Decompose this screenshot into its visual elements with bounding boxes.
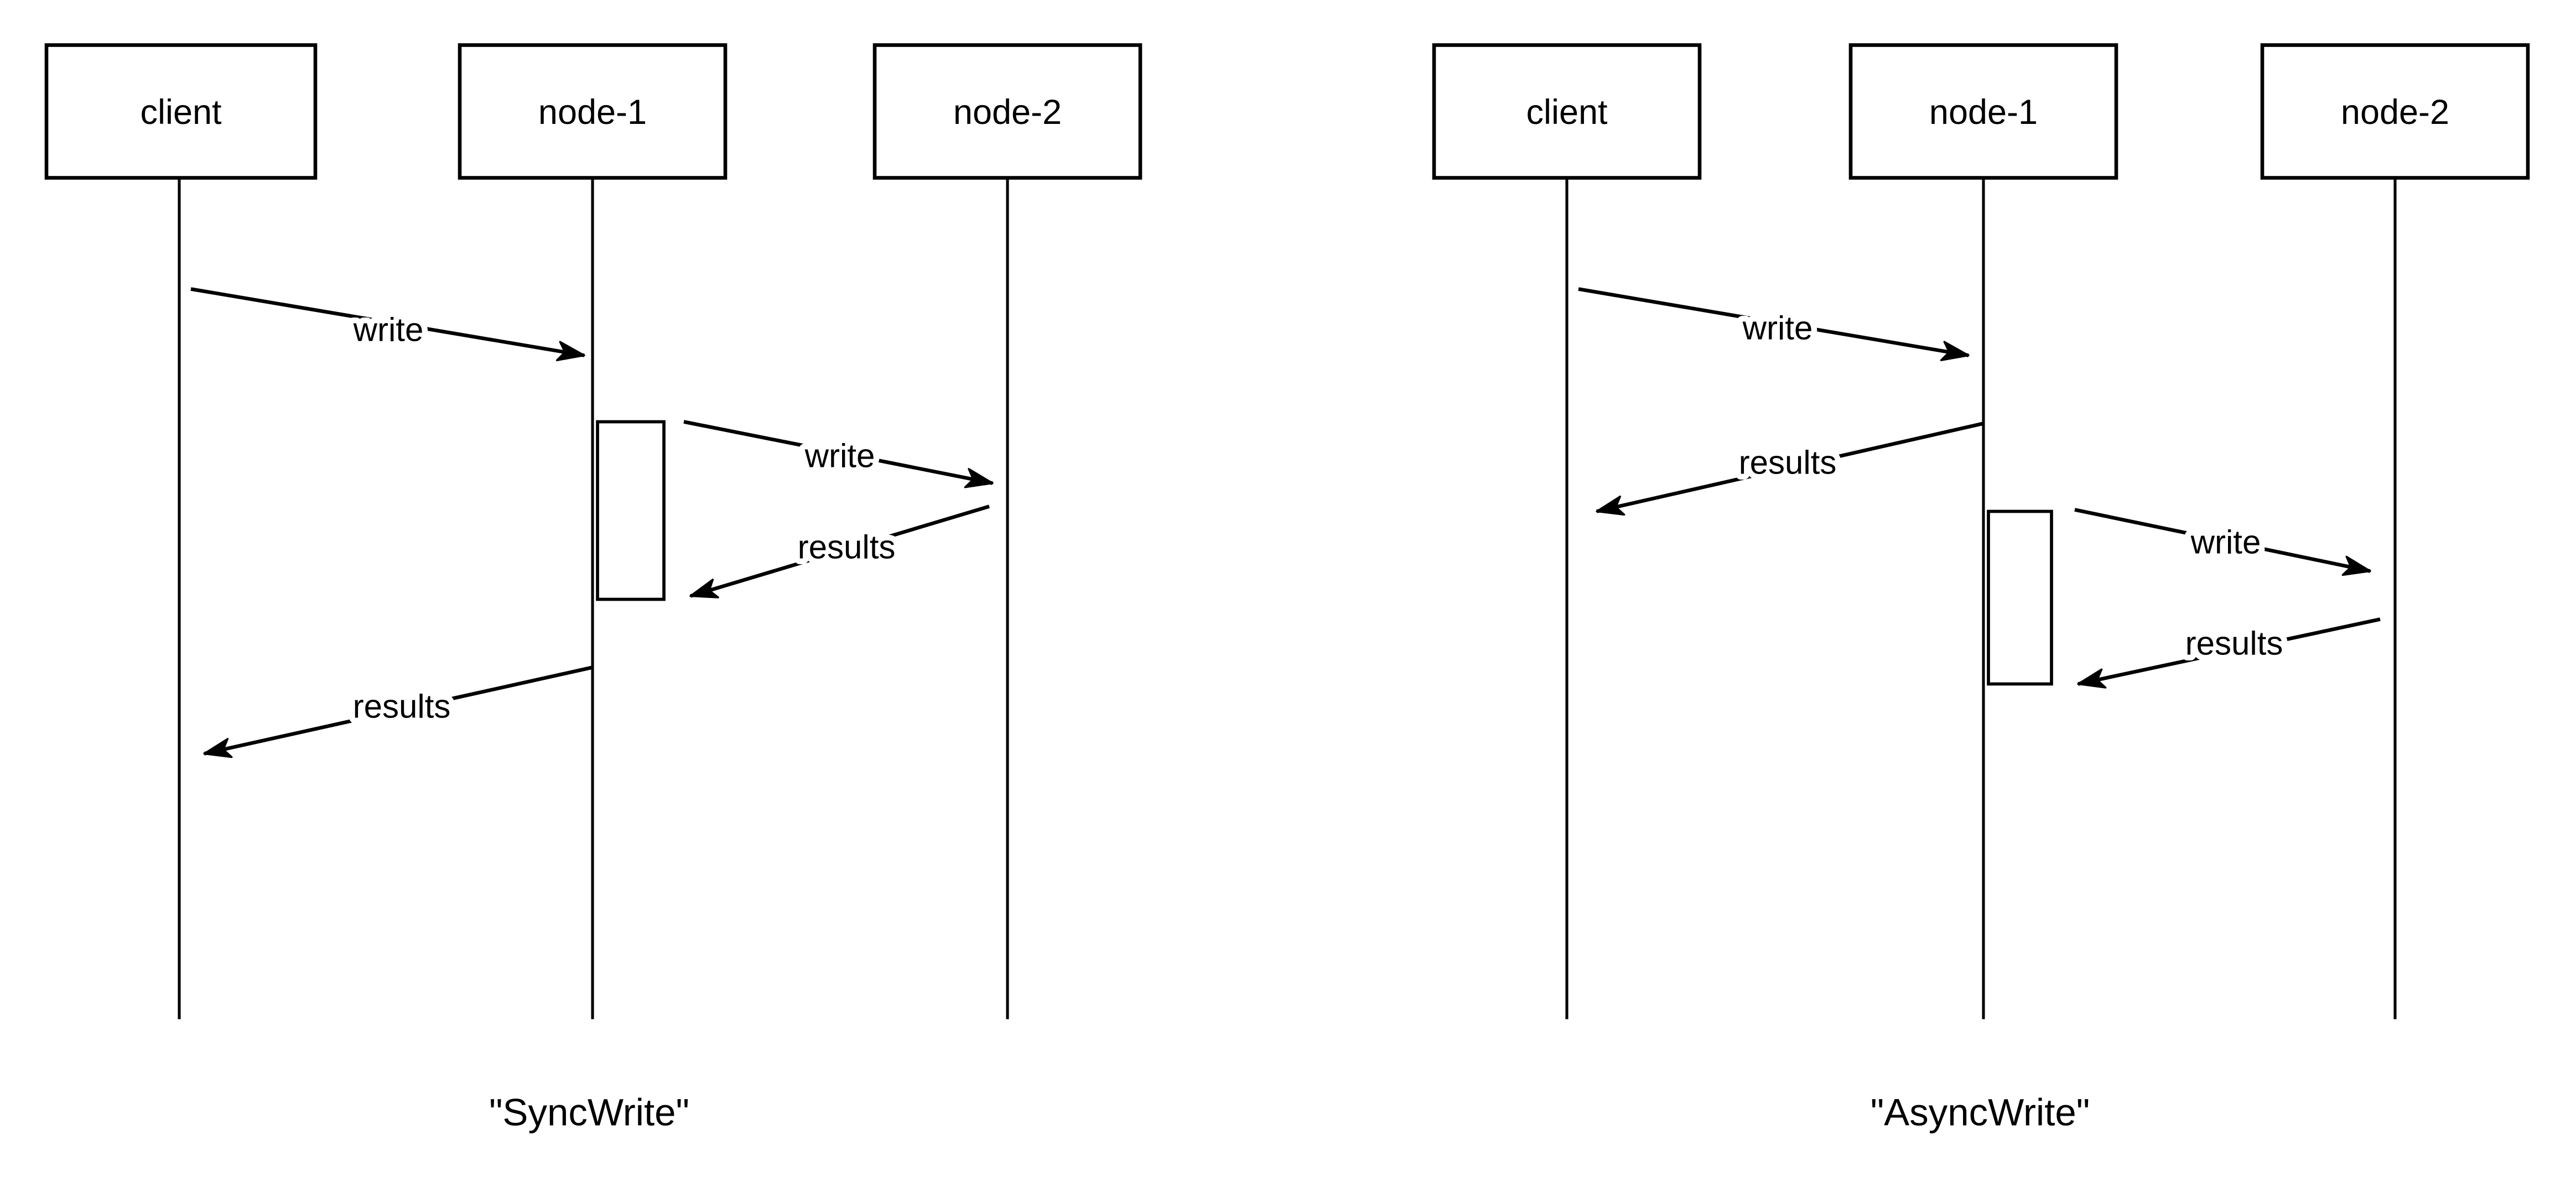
message-label: write xyxy=(1742,309,1813,346)
message-line-write-client-node1 xyxy=(1578,287,1970,361)
actor-label-node-1: node-1 xyxy=(538,93,647,132)
actor-label-client: client xyxy=(140,93,222,132)
diagram-caption: "SyncWrite" xyxy=(489,1091,689,1134)
message-label: write xyxy=(804,437,875,474)
actor-label-node-1: node-1 xyxy=(1929,93,2038,132)
actor-box-node-2 xyxy=(2260,43,2530,180)
actor-box-client xyxy=(44,43,318,180)
message-line-results-node1-client xyxy=(203,665,593,758)
message-line-results-node1-client xyxy=(1596,421,1984,516)
actor-label-node-2: node-2 xyxy=(2341,93,2449,132)
message-line-results-node2-node1 xyxy=(2077,617,2381,689)
message-label: results xyxy=(353,688,451,725)
message-line-write-node1-node2 xyxy=(683,420,994,488)
actor-box-node-1 xyxy=(458,43,728,180)
activation-bar-node-1 xyxy=(1987,509,2053,686)
activation-bar-node-1 xyxy=(596,420,666,601)
message-label: results xyxy=(1739,444,1837,481)
message-line-results-node2-node1 xyxy=(689,504,990,598)
actor-box-node-1 xyxy=(1848,43,2118,180)
message-label: write xyxy=(2190,523,2261,560)
actor-box-client xyxy=(1432,43,1702,180)
message-label: write xyxy=(353,311,424,348)
diagram-caption: "AsyncWrite" xyxy=(1871,1091,2090,1134)
message-line-write-client-node1 xyxy=(190,287,585,361)
sync-write-diagram: client node-1 node-2 write write results… xyxy=(44,43,1142,1134)
async-write-diagram: client node-1 node-2 write results write… xyxy=(1432,43,2530,1134)
actor-box-node-2 xyxy=(872,43,1142,180)
actor-label-client: client xyxy=(1526,93,1608,132)
message-label: results xyxy=(2185,624,2283,662)
actor-label-node-2: node-2 xyxy=(953,93,1062,132)
message-label: results xyxy=(798,528,896,565)
message-line-write-node1-node2 xyxy=(2074,508,2371,576)
